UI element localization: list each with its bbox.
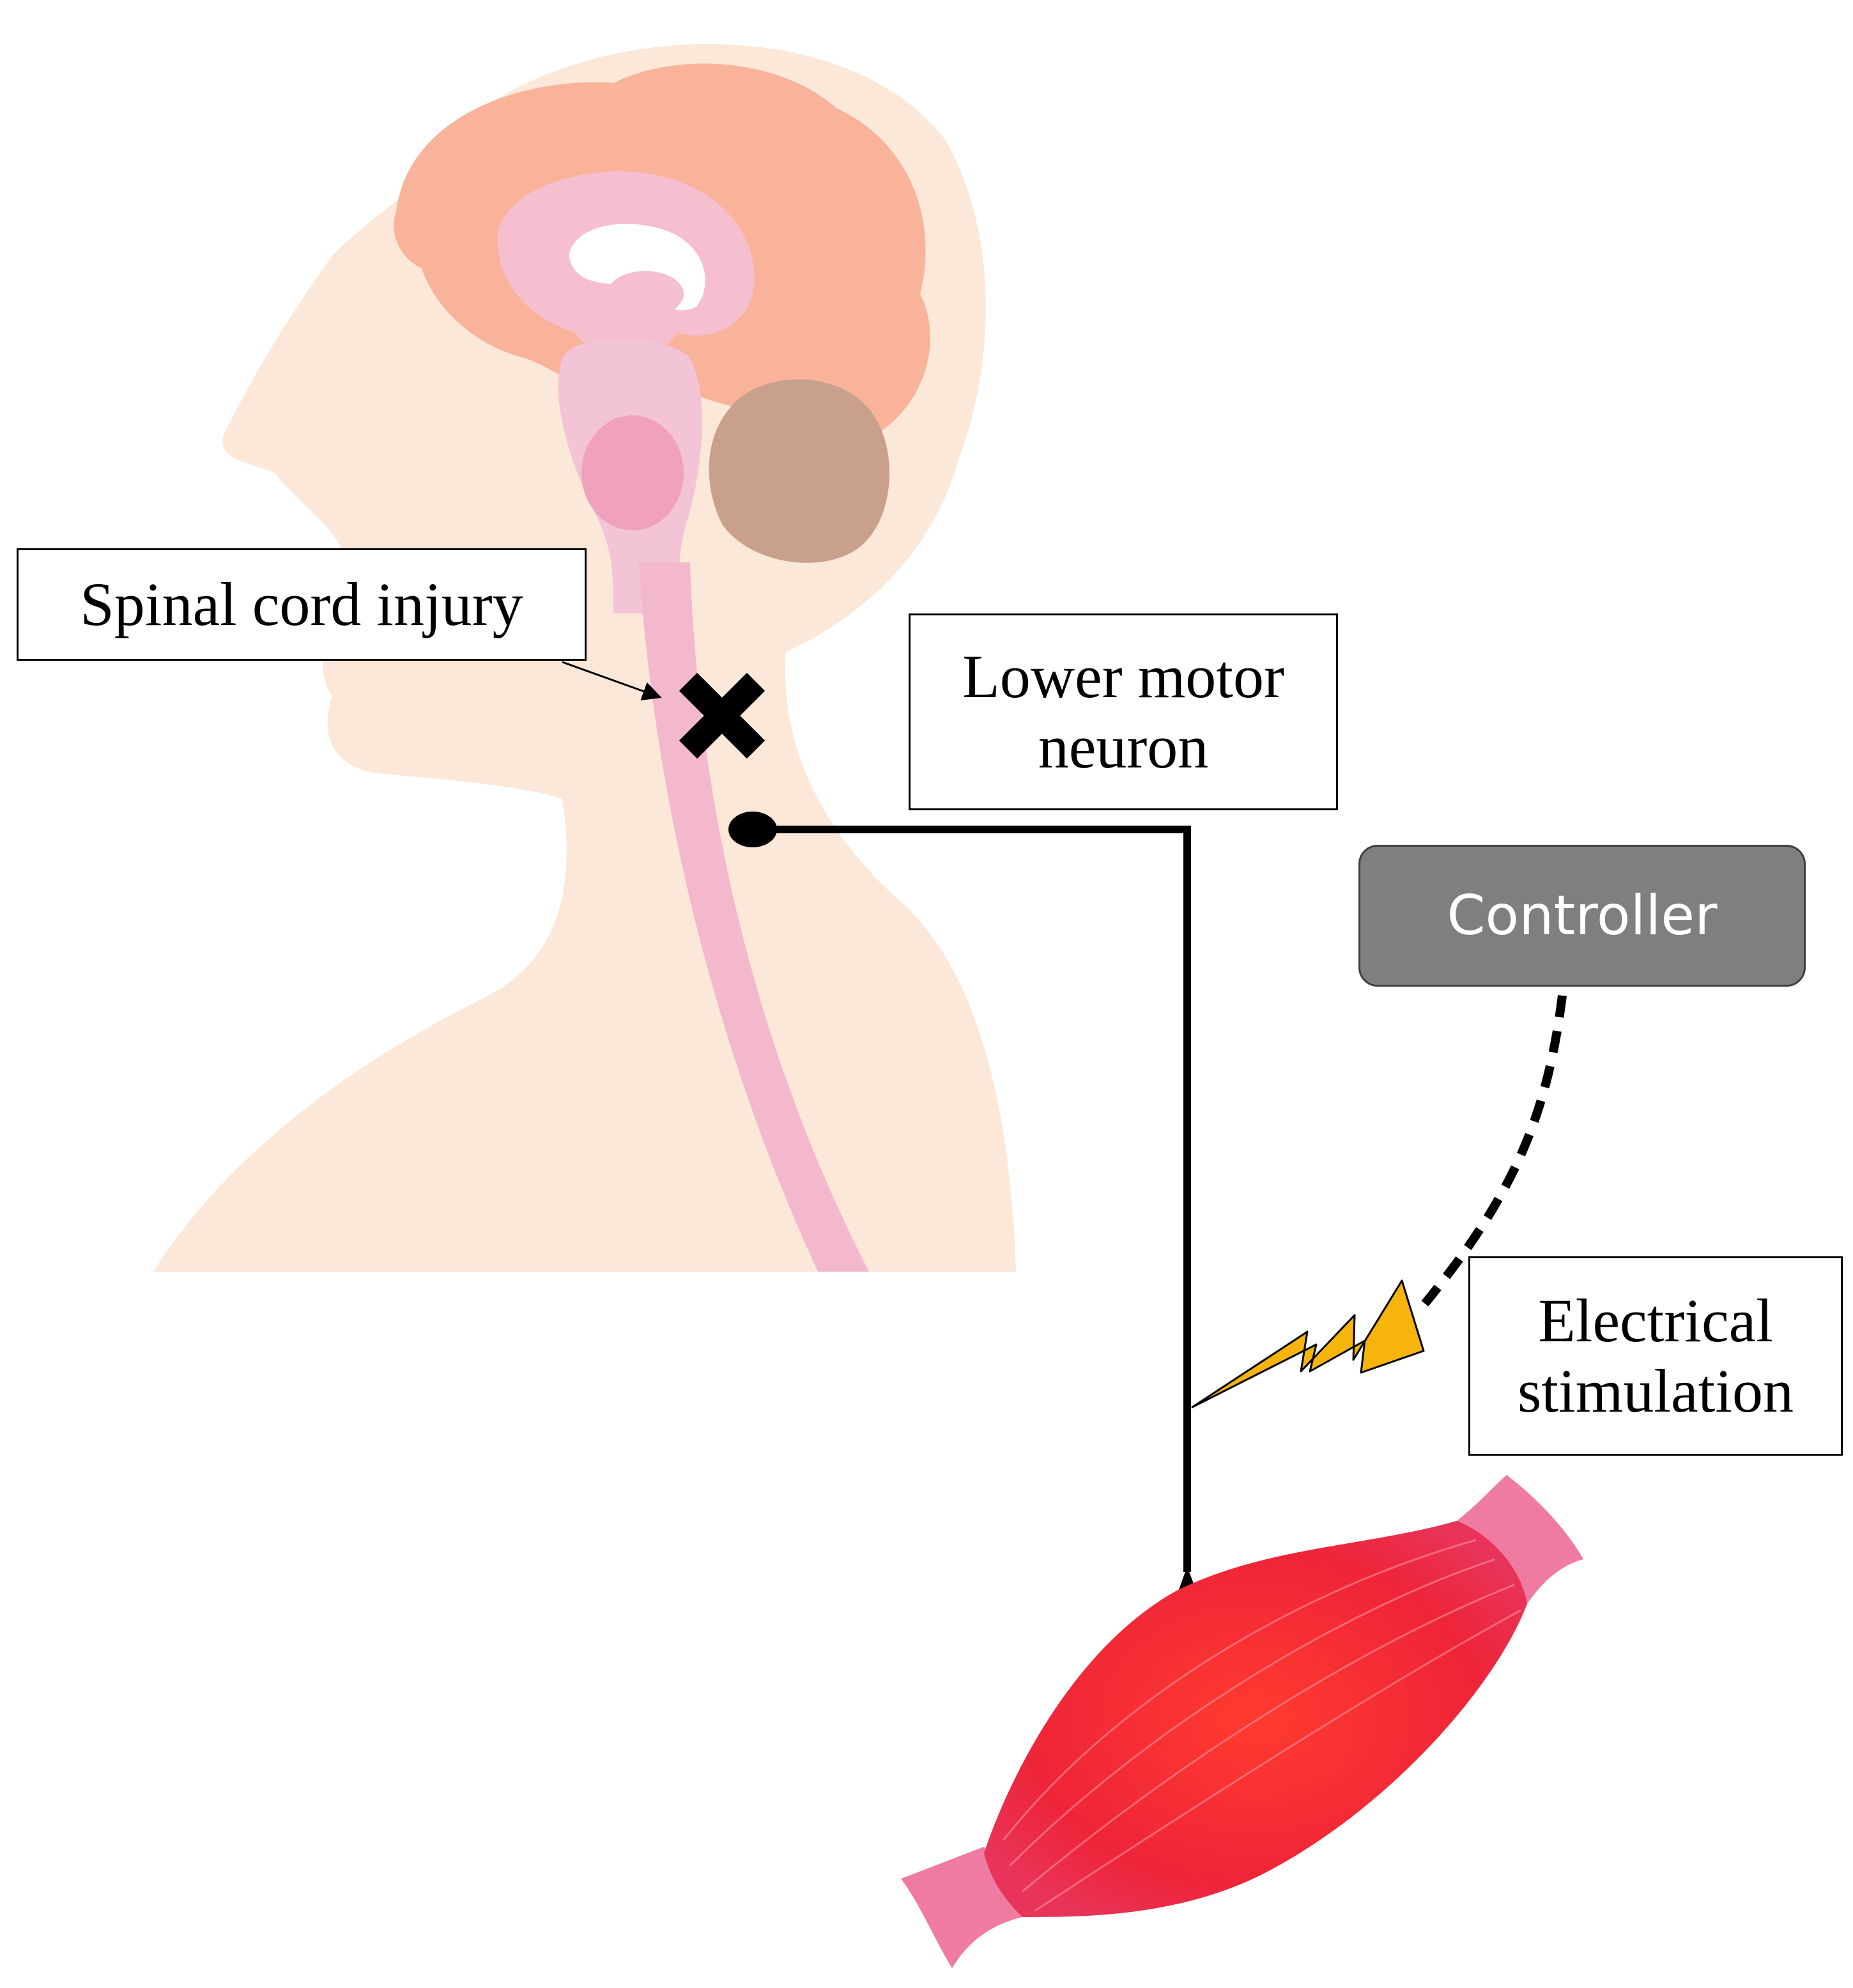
brain-thalamus (607, 271, 684, 317)
electrical-stimulation-text-line2: stimulation (1518, 1357, 1794, 1425)
neuron-axon (760, 826, 1191, 1572)
injury-arrow (562, 661, 662, 700)
controller-cable (1421, 995, 1567, 1307)
controller-box: Controller (1358, 845, 1806, 987)
lower-motor-neuron-label: Lower motor neuron (909, 613, 1338, 810)
muscle (901, 1475, 1583, 1968)
cross-icon (679, 672, 765, 759)
muscle-tendon-left (901, 1847, 1022, 1968)
muscle-fibers (1002, 1539, 1521, 1912)
pons (581, 415, 684, 530)
electrical-stimulation-text-line1: Electrical (1538, 1286, 1773, 1355)
spinal-cord-injury-label: Spinal cord injury (17, 548, 587, 661)
lightning-bolt-icon (1191, 1279, 1425, 1408)
neuron-cell-body (728, 812, 777, 847)
muscle-tendon-right (1457, 1475, 1583, 1604)
lower-motor-neuron-text-line2: neuron (1038, 713, 1209, 781)
controller-text: Controller (1447, 884, 1718, 948)
muscle-belly (984, 1521, 1527, 1917)
electrical-stimulation-label: Electrical stimulation (1468, 1256, 1843, 1456)
cerebellum (709, 379, 890, 563)
lower-motor-neuron-text-line1: Lower motor (962, 642, 1284, 711)
spinal-cord-injury-text: Spinal cord injury (80, 569, 523, 638)
